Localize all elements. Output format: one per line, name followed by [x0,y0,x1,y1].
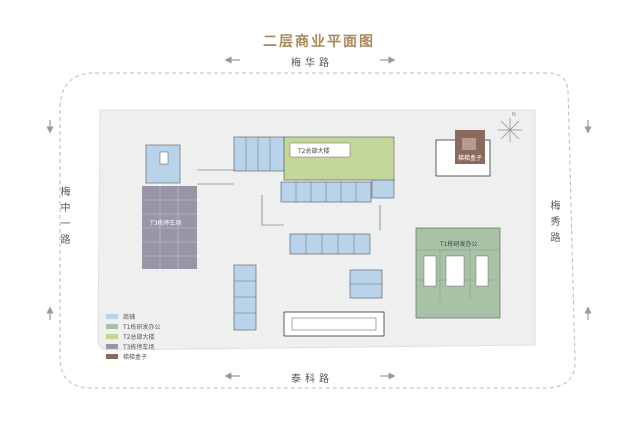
legend-label: T1栋研发办公 [123,323,161,331]
t3-building-label: T3栋停车场 [150,220,182,227]
legend-swatch [106,313,118,319]
legend-label: T2总部大楼 [123,333,155,341]
south-retail [283,311,385,337]
road-south-label: 泰科路 [291,374,333,385]
road-boundary [59,72,576,389]
central-shops [233,136,395,331]
road-east-label: 梅秀路 [548,200,559,248]
t2-building-label: T2总部大楼 [298,148,330,155]
direction-arrows [46,56,592,380]
t2-hq-building [283,136,395,181]
legend-swatch [106,353,118,359]
compass-north-label: N [512,112,516,118]
t1-office-building [415,227,501,319]
road-north-label: 梅华路 [291,58,333,69]
stair-box [435,130,491,177]
map-title: 二层商业平面图 [263,34,375,50]
legend-item: T1栋研发办公 [106,321,160,331]
legend-swatch [106,323,118,329]
legend: 商铺 T1栋研发办公 T2总部大楼 T3栋停车场 梯梯盒子 [106,311,160,361]
legend-swatch [106,333,118,339]
t3-parking-building [142,144,197,269]
legend-label: 商铺 [123,313,136,321]
legend-swatch [106,343,118,349]
legend-item: 梯梯盒子 [106,351,160,361]
legend-label: T3栋停车场 [123,343,155,351]
legend-item: 商铺 [106,311,160,321]
road-west-label: 梅中一路 [58,186,69,250]
walkways [197,169,381,230]
legend-label: 梯梯盒子 [123,353,148,361]
box-building-label: 梯梯盒子 [458,155,483,162]
legend-item: T3栋停车场 [106,341,160,351]
compass-icon [498,118,522,142]
legend-item: T2总部大楼 [106,331,160,341]
t1-building-label: T1栋研发办公 [440,241,478,248]
